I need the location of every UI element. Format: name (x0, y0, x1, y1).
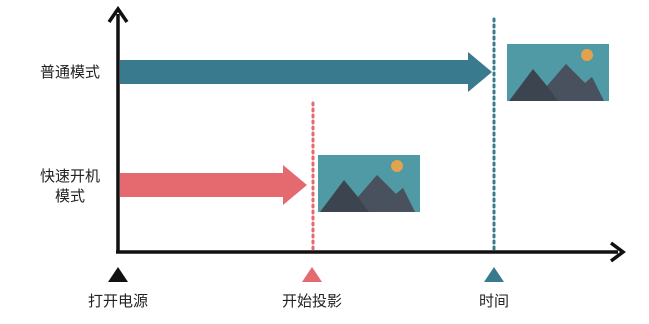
power-on-marker (108, 267, 128, 282)
normal-mode-arrow (120, 52, 492, 92)
time-marker (484, 267, 504, 282)
landscape-image-icon (507, 44, 609, 101)
row-label-line: 普通模式 (39, 63, 100, 81)
marker-label-start-projection: 开始投影 (281, 292, 342, 310)
landscape-image-icon (318, 155, 420, 212)
y-axis-arrowhead (107, 5, 129, 23)
row-label-line: 快速开机 (39, 167, 100, 185)
row-label-line: 模式 (54, 187, 85, 205)
x-axis-arrowhead (609, 241, 626, 263)
row-label-normal: 普通模式 (28, 62, 112, 82)
marker-label-power-on: 打开电源 (87, 292, 148, 310)
marker-label-time: 时间 (478, 292, 509, 310)
row-label-fast: 快速开机 模式 (28, 166, 112, 206)
start-projection-marker (302, 267, 322, 282)
fast-mode-arrow (120, 165, 307, 205)
